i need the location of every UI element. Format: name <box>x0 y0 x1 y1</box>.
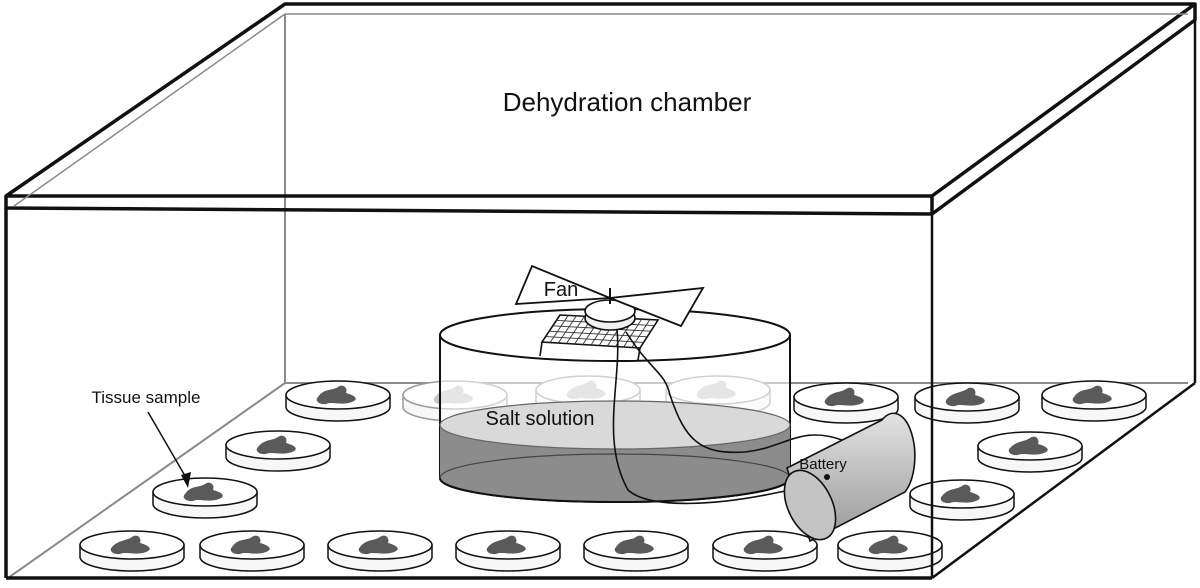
tissue-piece <box>614 535 654 555</box>
tissue-dish <box>793 382 899 424</box>
tissue-piece <box>868 535 908 555</box>
chamber-title: Dehydration chamber <box>503 87 752 117</box>
chamber-front-edges <box>4 2 1197 580</box>
tissue-dish <box>977 431 1083 473</box>
tissue-dish <box>914 382 1020 424</box>
tissue-piece <box>486 535 526 555</box>
tissue-piece <box>256 435 296 455</box>
tissue-piece <box>358 535 398 555</box>
tissue-sample-label: Tissue sample <box>92 388 201 407</box>
salt-solution-label: Salt solution <box>486 408 595 430</box>
tissue-sample-callout: Tissue sample <box>92 388 201 488</box>
tissue-piece <box>316 385 356 405</box>
salt-solution-liquid <box>440 425 790 502</box>
tissue-dish <box>199 530 305 572</box>
battery-label: Battery <box>799 456 847 473</box>
tissue-dish <box>712 530 818 572</box>
tissue-piece <box>183 482 223 502</box>
tissue-dish <box>583 530 689 572</box>
tissue-piece <box>1072 385 1112 405</box>
tissue-dish <box>909 479 1015 521</box>
tissue-dish <box>1041 380 1147 422</box>
tissue-dish <box>225 430 331 472</box>
tissue-dish <box>455 530 561 572</box>
tissue-dish <box>837 530 943 572</box>
tissue-piece <box>743 535 783 555</box>
tissue-piece <box>945 387 985 407</box>
tissue-dish <box>285 380 391 422</box>
tissue-dish <box>79 530 185 572</box>
fan-assembly: Fan <box>514 264 705 361</box>
tissue-sample-arrow <box>147 411 189 482</box>
fan-blade-left <box>514 264 611 305</box>
battery: Battery <box>783 412 916 543</box>
tissue-dish <box>327 530 433 572</box>
tissue-piece <box>1008 436 1048 456</box>
fan-blade-right <box>609 286 705 328</box>
tissue-dish <box>152 477 258 519</box>
tissue-piece <box>940 484 980 504</box>
tissue-piece <box>110 535 150 555</box>
tissue-piece <box>824 387 864 407</box>
tissue-piece <box>230 535 270 555</box>
fan-label: Fan <box>544 279 578 301</box>
